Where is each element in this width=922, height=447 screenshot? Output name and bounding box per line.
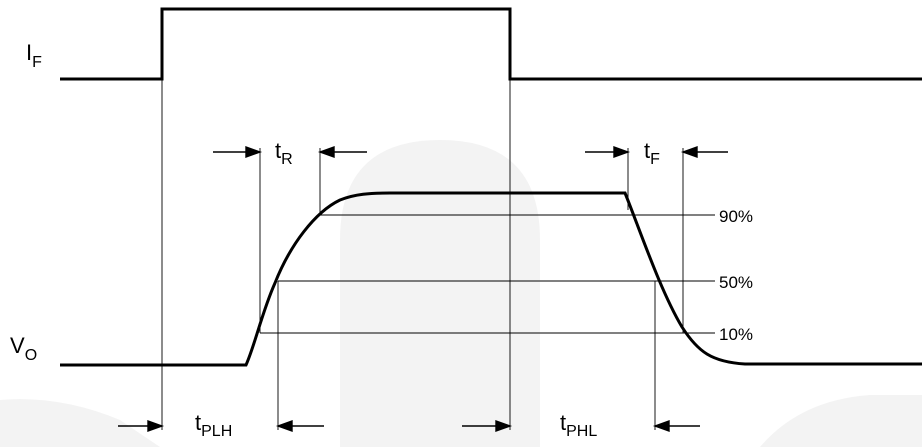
arrow-plh-left — [147, 420, 165, 432]
rise-time-label: tR — [275, 138, 293, 168]
output-signal-label: VO — [10, 333, 37, 364]
level-label-10: 10% — [719, 325, 753, 344]
arrow-phl-left — [495, 420, 513, 432]
input-waveform — [60, 7, 922, 81]
input-signal-label: IF — [26, 40, 42, 71]
arrow-rise-right — [317, 146, 335, 158]
arrow-fall-left — [613, 146, 631, 158]
arrow-plh-right — [275, 420, 293, 432]
reference-lines — [161, 79, 684, 430]
level-label-90: 90% — [719, 207, 753, 226]
arrow-rise-left — [245, 146, 263, 158]
arrow-fall-right — [680, 146, 698, 158]
plh-label: tPLH — [195, 410, 232, 440]
timing-arrows — [118, 146, 728, 432]
level-lines — [260, 214, 715, 334]
watermark — [0, 140, 922, 447]
output-waveform — [60, 191, 922, 367]
level-label-50: 50% — [719, 273, 753, 292]
arrow-phl-right — [652, 420, 670, 432]
phl-label: tPHL — [560, 410, 597, 440]
fall-time-label: tF — [644, 138, 660, 168]
